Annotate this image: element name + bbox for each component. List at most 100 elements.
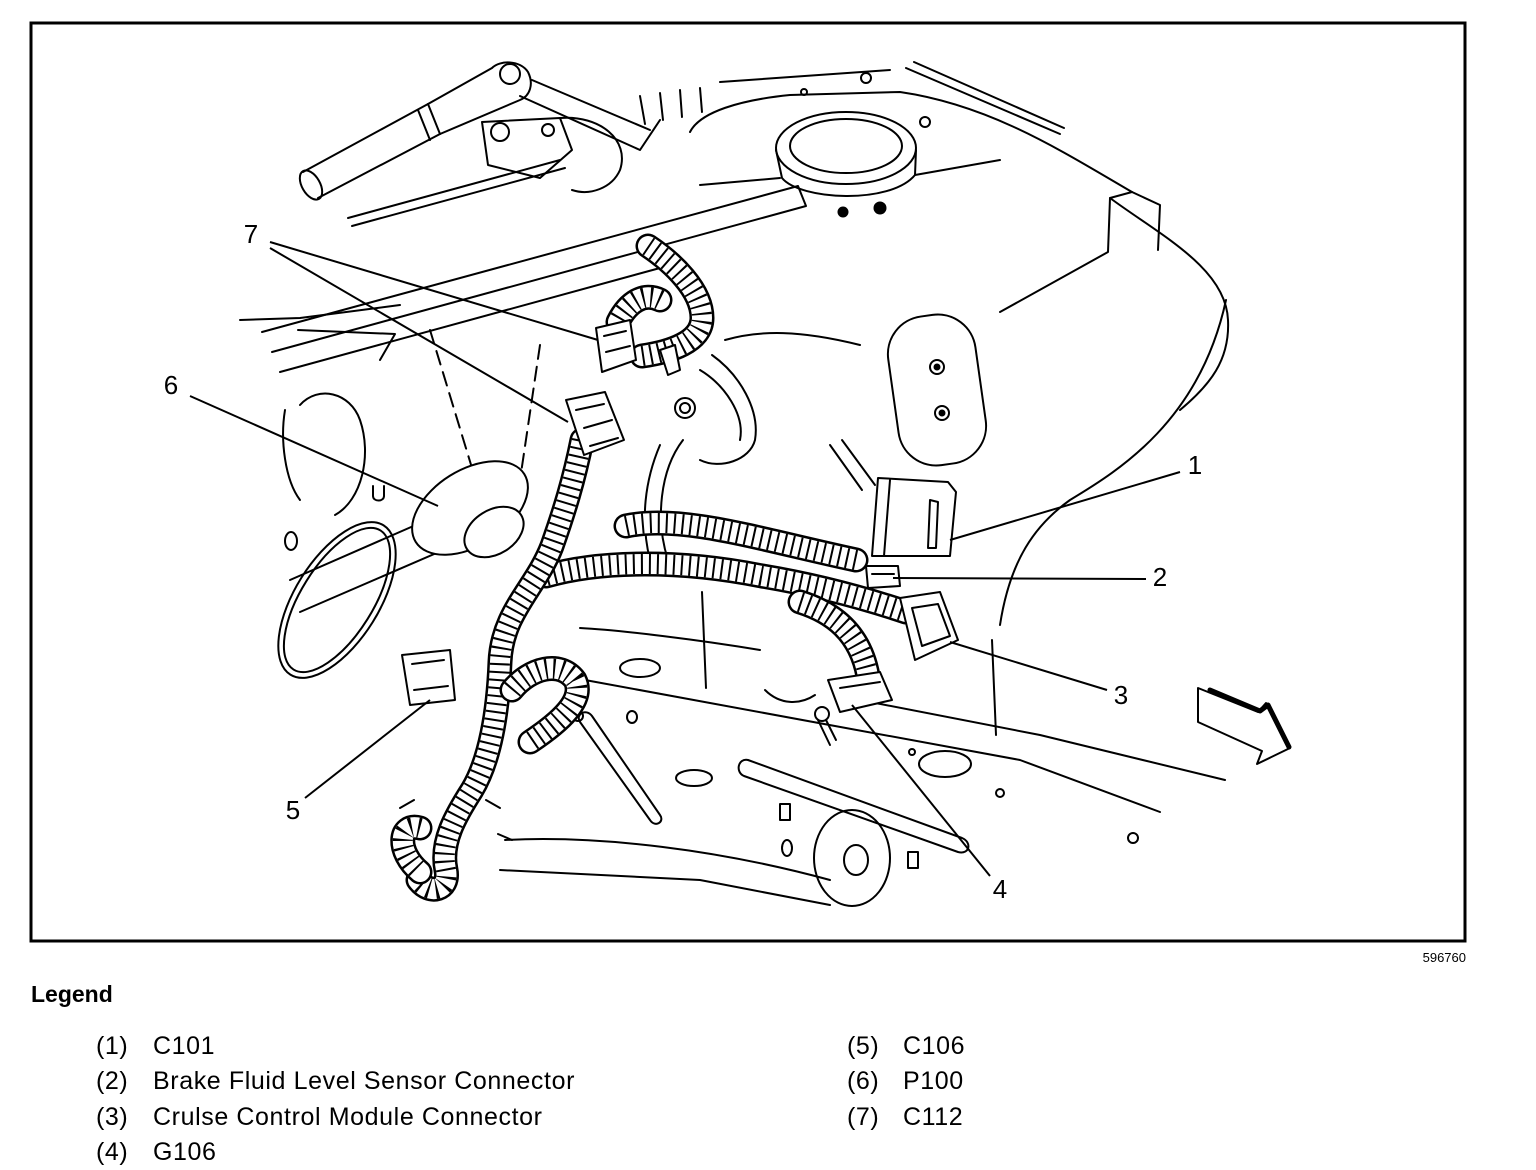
callout-6: 6 (164, 370, 178, 400)
floor-edge (859, 699, 1226, 781)
figure-number: 596760 (1422, 950, 1466, 965)
wheelhouse-arc (299, 392, 367, 516)
cross-member-lower (279, 267, 661, 373)
ground-stud-line (701, 591, 707, 689)
fender-side-line (999, 299, 1227, 626)
engine-compartment-diagram: 1 2 3 4 5 6 7 (29, 21, 1467, 943)
floor-slot (619, 658, 661, 678)
legend-number: (4) (96, 1138, 129, 1166)
c101-connector-slot (927, 499, 939, 549)
connector-body (565, 391, 625, 456)
c106-connector (401, 649, 456, 706)
leader-line-7 (269, 241, 599, 423)
throttle-cable (347, 159, 566, 227)
ground-connector-detail (839, 681, 881, 689)
bulkhead-curve (699, 354, 757, 465)
ground-connector-body (827, 671, 893, 713)
hose-end (298, 169, 324, 201)
inner-panel-edge (999, 197, 1111, 313)
hose-clamp (417, 103, 441, 141)
floor-edge (499, 869, 831, 906)
connector-body (595, 319, 637, 373)
small-hole (919, 116, 931, 128)
gasket-ring-inner (282, 526, 392, 674)
harness-fill (800, 602, 868, 676)
grommet-outer (674, 397, 696, 419)
connector-body (865, 565, 901, 589)
plate-hole (934, 405, 950, 421)
cross-member-bar (261, 185, 807, 353)
p100-bulkhead-grommet (411, 460, 529, 559)
small-hole (908, 748, 916, 756)
small-hole (995, 788, 1005, 798)
direction-arrow-icon (1197, 687, 1292, 765)
throttle-bolt (541, 123, 555, 137)
connector-detail (911, 603, 951, 647)
connector-detail (603, 330, 631, 353)
callout-7: 7 (244, 219, 258, 249)
legend-number: (6) (847, 1067, 880, 1095)
legend-number: (1) (96, 1032, 129, 1060)
legend-label: Crulse Control Module Connector (153, 1103, 543, 1131)
connector-detail (575, 403, 619, 447)
floor-opening-inner (843, 844, 869, 876)
figure-frame (29, 21, 1467, 943)
leader-line-3 (949, 641, 1108, 691)
plate-hole (929, 359, 945, 375)
top-ribs (639, 87, 703, 125)
bulkhead-curve (643, 439, 684, 561)
small-hole (284, 531, 298, 551)
leader-line-5 (304, 699, 431, 799)
floor-ring (918, 750, 972, 778)
callout-3: 3 (1114, 680, 1128, 710)
connectors (401, 319, 959, 746)
mounting-plate-outline (886, 313, 988, 467)
callout-5: 5 (286, 795, 300, 825)
apron-curve (724, 332, 861, 346)
strut-tower-base (699, 159, 1001, 186)
bulkhead-slot (829, 439, 876, 491)
floor-bump (764, 689, 816, 703)
floor-edge (584, 679, 1161, 813)
fender-top-edge (689, 91, 1133, 193)
c112-upper-connector (595, 319, 681, 376)
wheelhouse-line (282, 409, 301, 501)
legend-number: (7) (847, 1103, 880, 1131)
bulkhead-contours (643, 354, 876, 561)
leader-line-2 (892, 577, 1147, 580)
inner-panel-edge-2 (1131, 191, 1161, 251)
floor-slot-diagonal (577, 711, 663, 825)
strut-tower-hole (873, 201, 887, 215)
hose-bracket (427, 61, 532, 135)
floor-opening (813, 809, 891, 907)
floor-slot (675, 769, 713, 787)
throttle-linkage (519, 79, 661, 151)
legend-label: C106 (903, 1032, 966, 1060)
legend-label: C101 (153, 1032, 216, 1060)
leader-line-4 (851, 704, 991, 877)
strut-tower-inner (789, 118, 903, 174)
plate-hole-center (933, 363, 941, 371)
floor-clip (907, 851, 919, 869)
floor-slot-long (737, 758, 970, 854)
throttle-arc (559, 116, 623, 193)
c101-connector-body (871, 477, 957, 557)
arrow-shading (1207, 687, 1292, 750)
harness-retainer (399, 799, 513, 841)
small-hole (626, 710, 638, 724)
brake-fluid-level-sensor-connector (865, 565, 901, 589)
p100-grommet-rim (463, 505, 525, 559)
legend-number: (5) (847, 1032, 880, 1060)
front-rail (239, 304, 401, 361)
callout-1: 1 (1188, 450, 1202, 480)
top-line (719, 69, 891, 83)
strut-tower-hole (837, 206, 849, 218)
upper-hose-assembly (298, 61, 703, 227)
legend-label: G106 (153, 1138, 217, 1166)
legend-label: P100 (903, 1067, 964, 1095)
throttle-pulley (490, 122, 510, 142)
small-hole (800, 88, 808, 96)
small-hole (781, 839, 793, 857)
bulkhead-curve (699, 369, 742, 441)
plate-hole-center (938, 409, 946, 417)
